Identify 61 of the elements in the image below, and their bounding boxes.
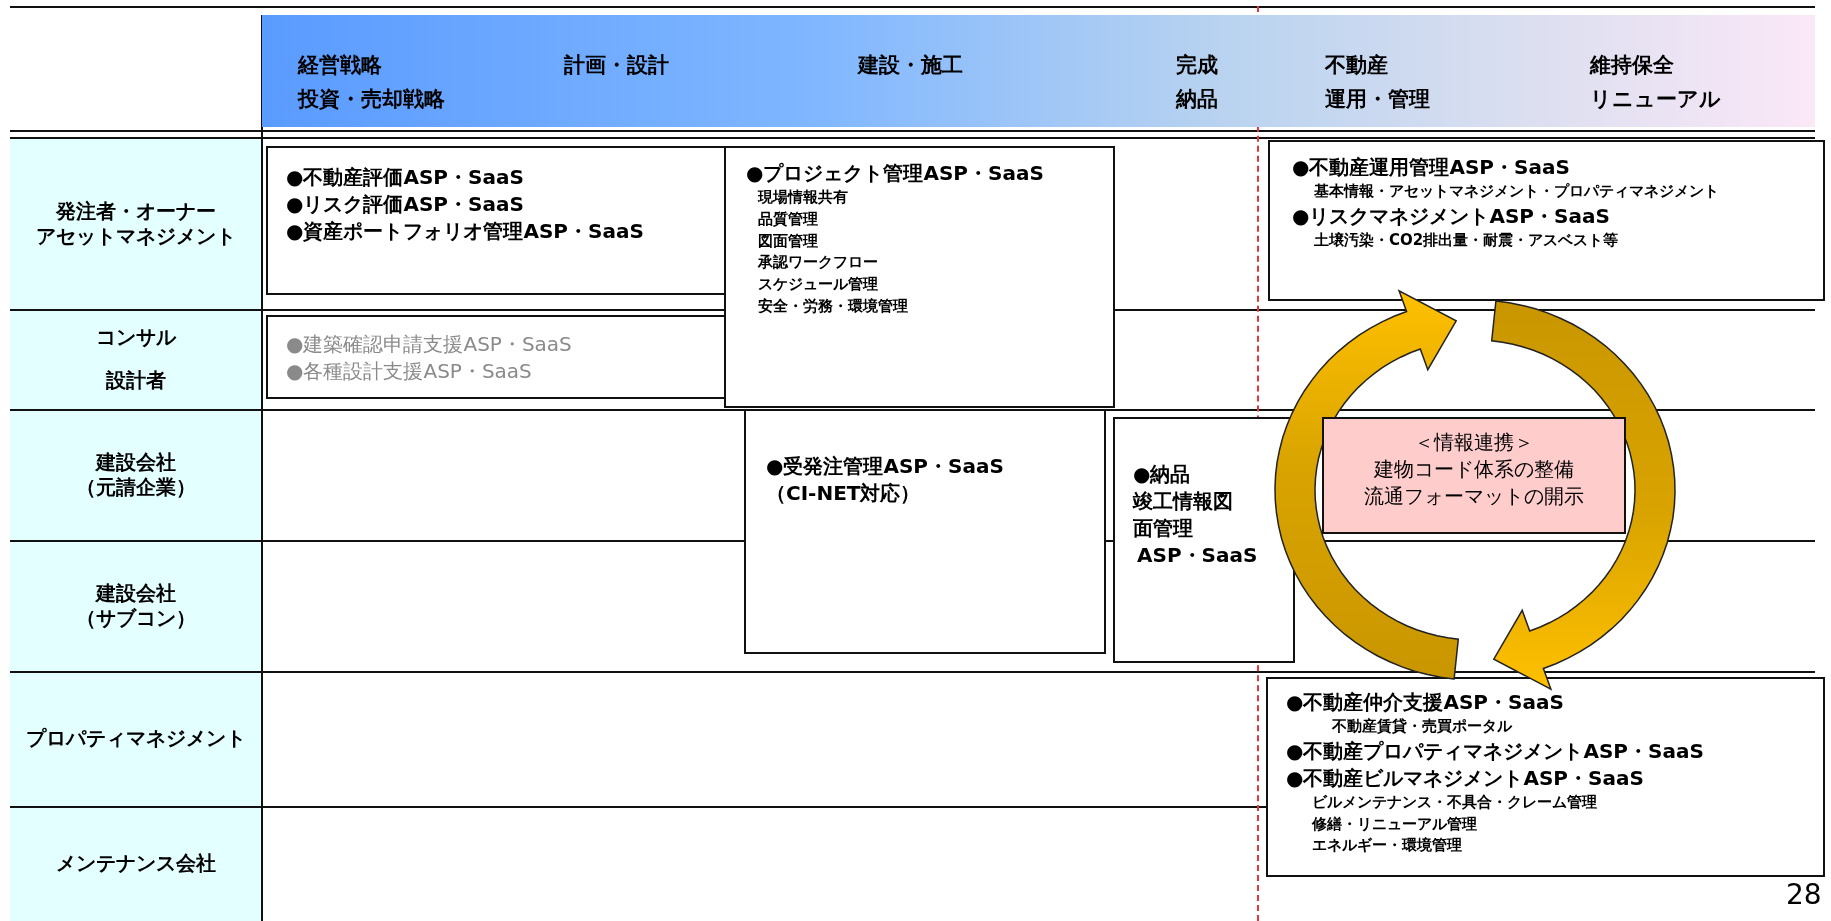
row-label: メンテナンス会社: [56, 851, 216, 876]
phase-header-band: [262, 15, 1815, 127]
sub-item: 基本情報・アセットマネジメント・プロパティマネジメント: [1313, 181, 1719, 202]
service-item: ●不動産プロパティマネジメントASP・SaaS: [1286, 737, 1704, 765]
service-item: ●資産ポートフォリオ管理ASP・SaaS: [286, 218, 644, 245]
service-item: ●納品: [1133, 461, 1191, 488]
sub-item: ビルメンテナンス・不具合・クレーム管理: [1311, 791, 1597, 813]
row-label: 建設会社: [96, 580, 176, 606]
service-box: [744, 409, 1106, 654]
service-box: [266, 315, 726, 399]
service-item: ●リスク評価ASP・SaaS: [286, 191, 524, 218]
row-label: （サブコン）: [76, 605, 196, 631]
service-box: [266, 146, 726, 295]
phase-label: 納品: [1176, 86, 1218, 113]
service-item: 建物コード体系の整備: [1374, 456, 1574, 483]
sub-item: 修繕・リニューアル管理: [1310, 813, 1477, 835]
service-item: ●リスクマネジメントASP・SaaS: [1292, 202, 1610, 230]
phase-label: 完成: [1176, 52, 1218, 79]
sub-item: 土壌汚染・CO2排出量・耐震・アスベスト等: [1313, 229, 1619, 251]
service-item: （CI-NET対応）: [766, 480, 921, 507]
info-box: [1322, 417, 1626, 534]
service-item: ＜情報連携＞: [1414, 429, 1534, 456]
service-item: ●不動産仲介支援ASP・SaaS: [1286, 689, 1564, 716]
sub-item: 承認ワークフロー: [757, 252, 878, 274]
sub-item: 品質管理: [757, 208, 818, 230]
row-label: 設計者: [106, 368, 166, 393]
service-item: 竣工情報図面管理: [1133, 488, 1234, 542]
phase-label: 建設・施工: [858, 52, 963, 79]
service-box: [1113, 417, 1295, 663]
sub-item: 安全・労務・環境管理: [757, 295, 908, 317]
phase-label: 維持保全: [1590, 52, 1674, 79]
service-item: ●不動産運用管理ASP・SaaS: [1292, 154, 1570, 181]
row-label: 建設会社: [96, 449, 176, 475]
service-item: ●建築確認申請支援ASP・SaaS: [286, 331, 572, 358]
phase-label: 投資・売却戦略: [298, 86, 445, 113]
row-label: プロパティマネジメント: [26, 726, 246, 751]
row-label: （元請企業）: [76, 474, 196, 500]
phase-label: 運用・管理: [1325, 86, 1430, 113]
page-number: 28: [1786, 880, 1822, 911]
sub-item: エネルギー・環境管理: [1311, 835, 1462, 857]
service-item: ASP・SaaS: [1136, 542, 1258, 569]
service-box: [724, 146, 1115, 408]
service-box: [1268, 140, 1825, 301]
service-item: 流通フォーマットの開示: [1364, 483, 1584, 510]
phase-label: 経営戦略: [298, 52, 382, 79]
sub-item: 不動産賃貸・売買ポータル: [1331, 716, 1512, 737]
phase-label: 不動産: [1325, 52, 1388, 79]
row-label: アセットマネジメント: [36, 223, 236, 249]
row-label: コンサル: [96, 325, 176, 350]
sub-item: 図面管理: [757, 230, 818, 252]
service-box: [1266, 677, 1825, 877]
phase-label: リニューアル: [1590, 86, 1721, 113]
sub-item: スケジュール管理: [757, 274, 878, 295]
row-label: 発注者・オーナー: [56, 198, 216, 224]
service-item: ●不動産ビルマネジメントASP・SaaS: [1286, 764, 1644, 792]
service-item: ●プロジェクト管理ASP・SaaS: [746, 160, 1044, 187]
phase-label: 計画・設計: [564, 52, 669, 79]
sub-item: 現場情報共有: [756, 187, 848, 208]
service-item: ●不動産評価ASP・SaaS: [286, 164, 524, 191]
service-item: ●各種設計支援ASP・SaaS: [286, 358, 532, 385]
service-item: ●受発注管理ASP・SaaS: [766, 453, 1004, 480]
